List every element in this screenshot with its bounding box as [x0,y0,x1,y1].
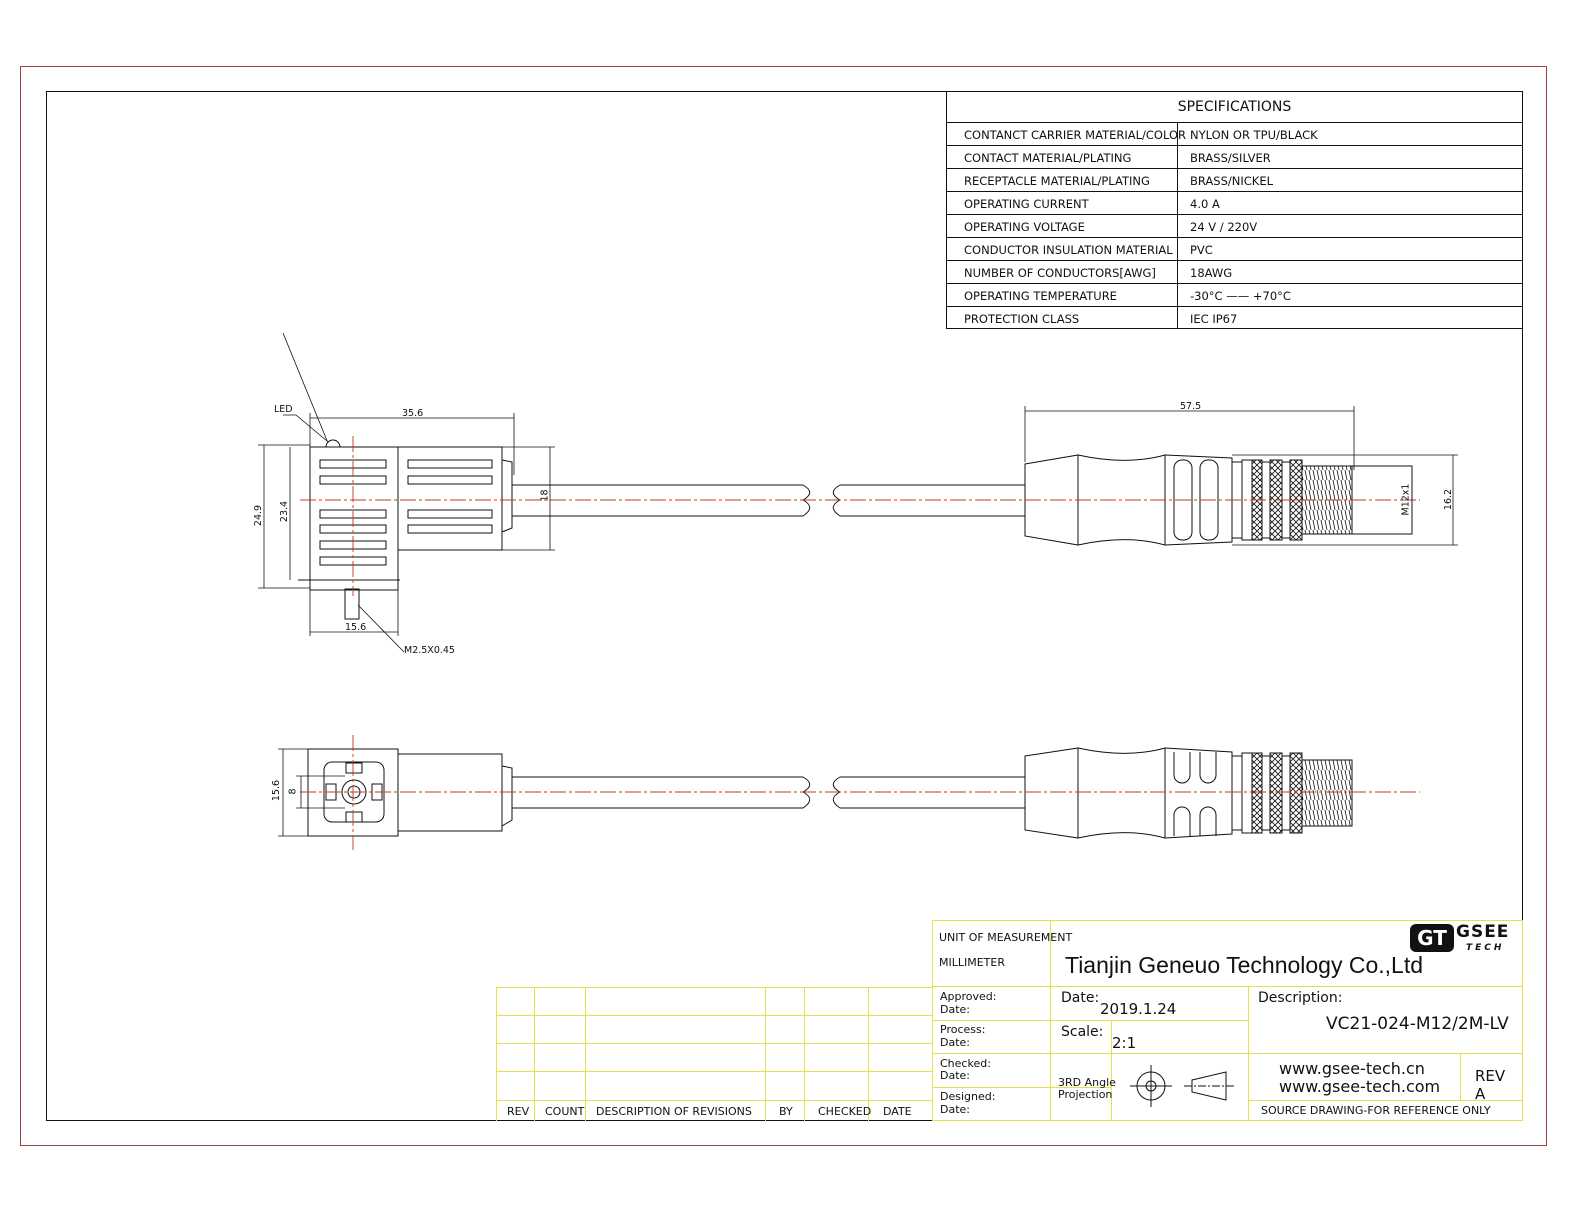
approved-label: Approved: [940,990,997,1003]
by-header: BY [779,1105,793,1118]
projection-line-2: Projection [1058,1088,1113,1101]
specifications-table: SPECIFICATIONS CONTANCT CARRIER MATERIAL… [946,91,1523,329]
logo-text-bottom: TECH [1466,943,1505,953]
spec-row: PROTECTION CLASS IEC IP67 [947,307,1522,330]
spec-value: -30°C —— +70°C [1190,289,1291,303]
checked-date-label: Date: [940,1069,970,1082]
spec-row: CONDUCTOR INSULATION MATERIAL PVC [947,238,1522,261]
spec-key: OPERATING CURRENT [964,197,1089,211]
description-header: DESCRIPTION OF REVISIONS [596,1105,752,1118]
spec-row: OPERATING CURRENT 4.0 A [947,192,1522,215]
spec-key: RECEPTACLE MATERIAL/PLATING [964,174,1150,188]
checked-header: CHECKED [818,1105,872,1118]
projection-line-1: 3RD Angle [1058,1076,1116,1089]
dim-15-6-side: 15.6 [271,779,283,802]
thread-small-label: M2.5X0.45 [404,645,455,656]
spec-value: 4.0 A [1190,197,1220,211]
outer-frame [20,66,1547,1146]
approved-date-label: Date: [940,1003,970,1016]
dim-16-2: 16.2 [1443,488,1455,511]
date-label: Date: [1061,990,1100,1006]
date-value: 2019.1.24 [1100,1000,1177,1018]
source-note: SOURCE DRAWING-FOR REFERENCE ONLY [1261,1104,1491,1117]
dim-57-5: 57.5 [1180,401,1202,412]
top-cable [512,484,1025,517]
spec-key: CONTANCT CARRIER MATERIAL/COLOR [964,128,1187,142]
spec-key: PROTECTION CLASS [964,312,1080,326]
scale-label: Scale: [1061,1024,1104,1040]
spec-value: 18AWG [1190,266,1233,280]
spec-row: NUMBER OF CONDUCTORS[AWG] 18AWG [947,261,1522,284]
bottom-valve-connector [307,748,513,837]
thread-m12-label: M12x1 [1400,483,1412,516]
description-label: Description: [1258,990,1343,1006]
process-label: Process: [940,1023,986,1036]
spec-key: OPERATING VOLTAGE [964,220,1085,234]
rev-header: REV [507,1105,530,1118]
description-value: VC21-024-M12/2M-LV [1326,1014,1509,1034]
logo-text-top: GSEE [1456,922,1510,942]
top-valve-connector [298,439,513,620]
dim-8: 8 [287,788,299,795]
specifications-title: SPECIFICATIONS [947,92,1522,123]
dim-18: 18 [539,489,551,502]
checked-label: Checked: [940,1057,991,1070]
rev-label: REV [1475,1067,1506,1085]
led-label: LED [274,404,293,415]
spec-row: RECEPTACLE MATERIAL/PLATING BRASS/NICKEL [947,169,1522,192]
designed-label: Designed: [940,1090,996,1103]
website-cn: www.gsee-tech.cn [1279,1059,1425,1078]
dimension-lines [258,332,1458,837]
projection-symbol-icon [1130,1065,1234,1107]
designed-date-label: Date: [940,1103,970,1116]
count-header: COUNT [545,1105,585,1118]
dim-15-6-bottom: 15.6 [345,622,367,633]
scale-value: 2:1 [1112,1034,1137,1052]
spec-row: CONTANCT CARRIER MATERIAL/COLOR NYLON OR… [947,123,1522,146]
process-date-label: Date: [940,1036,970,1049]
dim-35-6: 35.6 [402,408,424,419]
spec-value: IEC IP67 [1190,312,1238,326]
website-com: www.gsee-tech.com [1279,1077,1441,1096]
company-name: Tianjin Geneuo Technology Co.,Ltd [1065,952,1424,978]
date-header: DATE [883,1105,912,1118]
spec-key: OPERATING TEMPERATURE [964,289,1117,303]
company-logo-icon: GT [1410,924,1454,952]
spec-key: NUMBER OF CONDUCTORS[AWG] [964,266,1156,280]
spec-value: BRASS/NICKEL [1190,174,1273,188]
dim-24-9: 24.9 [253,504,265,527]
center-lines [300,436,1420,850]
unit-label: UNIT OF MEASUREMENT [939,931,1073,944]
spec-key: CONDUCTOR INSULATION MATERIAL [964,243,1173,257]
spec-row: OPERATING TEMPERATURE -30°C —— +70°C [947,284,1522,307]
led-leader [283,414,328,442]
bottom-m12-connector [1024,747,1353,839]
rev-value: A [1475,1085,1486,1103]
unit-value: MILLIMETER [939,956,1005,969]
bottom-cable [512,776,1025,809]
spec-column-divider [1177,123,1178,329]
drawing-border [46,91,1523,1121]
dim-23-4: 23.4 [279,500,291,523]
spec-value: NYLON OR TPU/BLACK [1190,128,1318,142]
spec-row: CONTACT MATERIAL/PLATING BRASS/SILVER [947,146,1522,169]
spec-value: 24 V / 220V [1190,220,1258,234]
spec-row: OPERATING VOLTAGE 24 V / 220V [947,215,1522,238]
spec-key: CONTACT MATERIAL/PLATING [964,151,1132,165]
spec-value: BRASS/SILVER [1190,151,1271,165]
spec-value: PVC [1190,243,1213,257]
